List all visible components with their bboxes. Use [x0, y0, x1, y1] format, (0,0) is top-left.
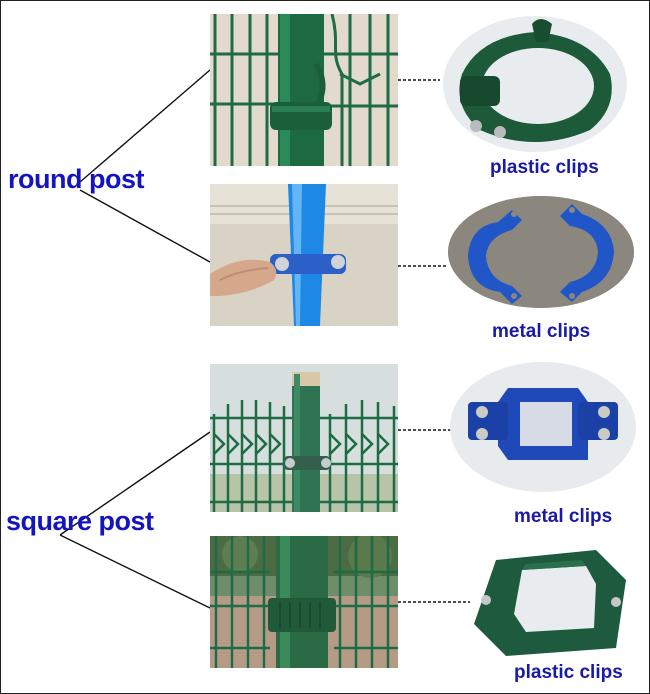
- round-post-label: round post: [8, 164, 144, 194]
- round-metal-clip-label: metal clips: [492, 321, 591, 342]
- round-plastic-clip-icon: [440, 14, 630, 154]
- round-plastic-clip-label: plastic clips: [490, 157, 599, 178]
- square-plastic-clip-icon: [466, 540, 636, 658]
- square-metal-clip-label: metal clips: [514, 506, 613, 527]
- square-post-label: square post: [6, 506, 154, 536]
- round-post-plastic-clip-photo: [210, 14, 398, 166]
- square-post-plastic-clip-photo: [210, 536, 398, 668]
- square-post-metal-clip-photo: [210, 364, 398, 512]
- square-plastic-clip-label: plastic clips: [514, 662, 623, 683]
- round-post-metal-clip-photo: [210, 184, 398, 326]
- round-metal-clip-icon: [448, 196, 634, 308]
- square-metal-clip-icon: [450, 362, 636, 492]
